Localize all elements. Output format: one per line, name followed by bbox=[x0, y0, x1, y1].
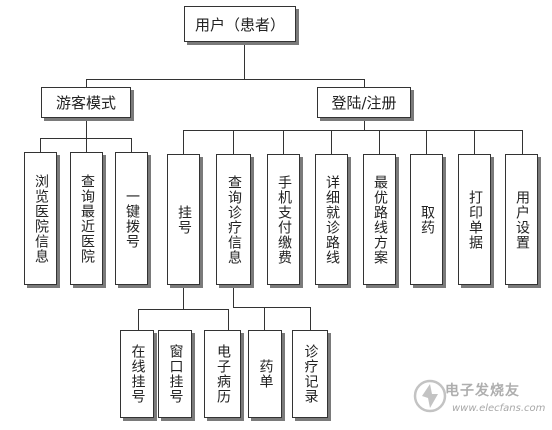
connector bbox=[522, 130, 524, 154]
connector bbox=[379, 130, 381, 154]
connector bbox=[86, 138, 88, 152]
e-medical-record-node: 电子病历 bbox=[204, 330, 241, 418]
mobile-payment-node: 手机支付缴费 bbox=[267, 154, 300, 285]
connector bbox=[310, 307, 312, 330]
login-register-label: 登陆/注册 bbox=[331, 94, 397, 112]
online-register-node: 在线挂号 bbox=[120, 330, 154, 418]
mobile-payment-label: 手机支付缴费 bbox=[276, 174, 292, 265]
connector bbox=[86, 79, 88, 87]
guest-mode-label: 游客模式 bbox=[55, 94, 116, 112]
connector bbox=[331, 130, 333, 154]
query-treatment-node: 查询诊疗信息 bbox=[216, 154, 251, 285]
online-register-label: 在线挂号 bbox=[129, 344, 146, 404]
print-receipt-label: 打印单据 bbox=[467, 189, 483, 250]
connector bbox=[183, 130, 185, 154]
visit-route-label: 详细就诊路线 bbox=[324, 174, 340, 265]
connector bbox=[183, 130, 522, 132]
optimal-route-node: 最优路线方案 bbox=[363, 154, 396, 285]
query-treatment-label: 查询诊疗信息 bbox=[226, 174, 242, 265]
treatment-record-label: 诊疗记录 bbox=[302, 344, 319, 404]
guest-mode-node: 游客模式 bbox=[41, 87, 131, 118]
get-medicine-node: 取药 bbox=[410, 154, 443, 285]
connector bbox=[138, 309, 228, 311]
connector bbox=[40, 138, 42, 152]
browse-hospital-label: 浏览医院信息 bbox=[33, 173, 49, 264]
connector bbox=[183, 285, 185, 309]
connector bbox=[283, 130, 285, 154]
watermark-url: www.elecfans.com bbox=[452, 403, 546, 414]
window-register-node: 窗口挂号 bbox=[158, 330, 192, 418]
watermark-logo-icon bbox=[413, 379, 447, 413]
e-medical-record-label: 电子病历 bbox=[215, 344, 231, 404]
connector bbox=[228, 309, 230, 330]
nearest-hospital-label: 查询最近医院 bbox=[79, 173, 95, 264]
root-node: 用户（患者） bbox=[184, 6, 296, 42]
connector bbox=[131, 138, 133, 152]
connector bbox=[364, 118, 366, 130]
connector bbox=[364, 79, 366, 87]
optimal-route-label: 最优路线方案 bbox=[372, 174, 388, 265]
connector bbox=[86, 79, 364, 81]
prescription-node: 药单 bbox=[248, 330, 282, 418]
user-settings-label: 用户设置 bbox=[514, 189, 530, 250]
connector bbox=[474, 130, 476, 154]
connector bbox=[264, 307, 266, 330]
connector bbox=[244, 42, 246, 80]
root-label: 用户（患者） bbox=[194, 15, 285, 34]
print-receipt-node: 打印单据 bbox=[458, 154, 491, 285]
visit-route-node: 详细就诊路线 bbox=[315, 154, 348, 285]
treatment-record-node: 诊疗记录 bbox=[292, 330, 328, 418]
get-medicine-label: 取药 bbox=[419, 204, 435, 235]
watermark-text: 电子发烧友 bbox=[445, 383, 520, 399]
prescription-label: 药单 bbox=[257, 359, 274, 389]
one-key-dial-label: 一键拨号 bbox=[124, 188, 140, 249]
connector bbox=[86, 118, 88, 138]
login-register-node: 登陆/注册 bbox=[317, 87, 411, 118]
connector bbox=[233, 307, 310, 309]
connector bbox=[40, 138, 131, 140]
register-label: 挂号 bbox=[176, 204, 192, 235]
connector bbox=[138, 309, 140, 330]
connector bbox=[233, 285, 235, 307]
nearest-hospital-node: 查询最近医院 bbox=[70, 152, 103, 285]
window-register-label: 窗口挂号 bbox=[167, 344, 184, 404]
browse-hospital-node: 浏览医院信息 bbox=[24, 152, 57, 285]
connector bbox=[233, 130, 235, 154]
one-key-dial-node: 一键拨号 bbox=[115, 152, 148, 285]
register-node: 挂号 bbox=[167, 154, 200, 285]
connector bbox=[426, 130, 428, 154]
user-settings-node: 用户设置 bbox=[505, 154, 538, 285]
